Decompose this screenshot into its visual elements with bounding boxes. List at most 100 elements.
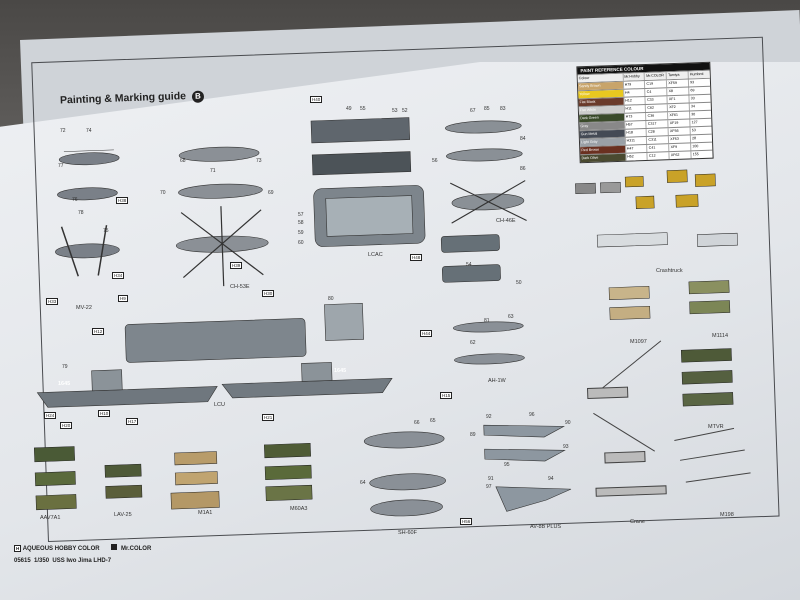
- part-number: 93: [563, 444, 569, 450]
- part-number: 89: [470, 432, 476, 438]
- label-m198: M198: [720, 512, 734, 518]
- part-number: 64: [360, 480, 366, 486]
- color-code-tag: H12: [92, 328, 105, 335]
- hobby-color-code: H12: [92, 328, 105, 335]
- label-av8b: AV-8B PLUS: [530, 524, 562, 530]
- part-number: 57: [298, 212, 304, 218]
- part-number: 54: [466, 262, 472, 268]
- color-code-tag: H40: [310, 96, 323, 103]
- part-number: 66: [414, 420, 420, 426]
- part-number: 71: [210, 168, 216, 174]
- label-ch53e: CH-53E: [230, 284, 250, 290]
- color-code-tag: H48: [410, 254, 423, 261]
- part-number: 72: [60, 128, 66, 134]
- label-m1114: M1114: [712, 333, 729, 339]
- part-number: 92: [486, 414, 492, 420]
- hull-number-1: 1645: [58, 381, 71, 387]
- part-number: 83: [500, 106, 506, 112]
- footer: 05615 1/350 USS Iwo Jima LHD-7: [14, 558, 111, 564]
- hobby-color-code: H20: [60, 422, 73, 429]
- hull-number-2: 1645: [334, 368, 347, 374]
- legend-m-box: [111, 544, 118, 550]
- hobby-color-code: H40: [310, 96, 323, 103]
- color-code-tag: H56: [460, 518, 473, 525]
- label-mtvr: MTVR: [708, 424, 724, 430]
- footer-catalog: 05615: [14, 558, 31, 564]
- label-lcu: LCU: [214, 402, 226, 408]
- color-code-tag: H20: [60, 422, 73, 429]
- label-crane: Crane: [630, 519, 645, 525]
- part-number: 59: [298, 230, 304, 236]
- lcu-drawings: [36, 302, 393, 408]
- hobby-color-code: H21: [262, 414, 275, 421]
- hobby-color-code: H30: [262, 290, 275, 297]
- part-number: 81: [484, 318, 490, 324]
- sh60f-drawings: [363, 431, 446, 517]
- part-number: 79: [62, 364, 68, 370]
- part-number: 84: [520, 136, 526, 142]
- part-number: 56: [432, 158, 438, 164]
- label-mv22: MV-22: [76, 305, 92, 311]
- part-number: 78: [78, 210, 84, 216]
- hobby-color-code: H24: [44, 412, 57, 419]
- hobby-color-code: H10: [98, 410, 111, 417]
- part-number: 97: [486, 484, 492, 490]
- part-number: 96: [529, 412, 535, 418]
- part-number: 86: [520, 166, 526, 172]
- part-number: 76: [72, 197, 78, 203]
- color-code-tag: H30: [262, 290, 275, 297]
- label-lav25: LAV-25: [114, 512, 132, 518]
- part-number: 75: [103, 228, 109, 234]
- part-number: 67: [470, 108, 476, 114]
- footer-ship-name: USS Iwo Jima LHD-7: [52, 558, 112, 564]
- mv22-drawings: [55, 149, 120, 277]
- ch53e-drawings: [175, 146, 269, 287]
- lcac-drawings: [310, 117, 426, 247]
- part-number: 94: [548, 476, 554, 482]
- part-number: 95: [504, 462, 510, 468]
- footer-scale: 1/350: [34, 558, 50, 564]
- hobby-color-code: H15: [440, 392, 453, 399]
- part-number: 68: [180, 158, 186, 164]
- m198-drawings: [674, 427, 751, 483]
- hobby-color-code: H56: [460, 518, 473, 525]
- legend-mrcolor: Mr.COLOR: [120, 546, 152, 552]
- color-code-tag: H21: [262, 414, 275, 421]
- hobby-color-code: H34: [112, 272, 125, 279]
- part-number: 65: [430, 418, 436, 424]
- legend-h-box: H: [14, 545, 22, 552]
- hobby-color-code: H9: [118, 295, 128, 302]
- crane-drawings: [586, 340, 667, 497]
- hobby-color-code: H38: [116, 197, 129, 204]
- color-code-tag: H10: [98, 410, 111, 417]
- legend: H AQUEOUS HOBBY COLOR Mr.COLOR: [14, 544, 151, 552]
- label-lcac: LCAC: [368, 252, 383, 258]
- part-number: 77: [58, 163, 64, 169]
- label-m60a3: M60A3: [290, 506, 308, 512]
- ch46e-drawings: [445, 120, 527, 224]
- color-code-tag: H39: [230, 262, 243, 269]
- label-ah1w: AH-1W: [488, 378, 506, 384]
- label-m1097: M1097: [630, 339, 647, 345]
- color-code-tag: H44: [420, 330, 433, 337]
- part-number: 55: [360, 106, 366, 112]
- hobby-color-code: H33: [46, 298, 59, 305]
- part-number: 73: [256, 158, 262, 164]
- hobby-color-code: H48: [410, 254, 423, 261]
- part-number: 91: [488, 476, 494, 482]
- hobby-color-code: H44: [420, 330, 433, 337]
- color-code-tag: H15: [440, 392, 453, 399]
- hobby-color-code: H39: [230, 262, 243, 269]
- color-code-tag: H33: [46, 298, 59, 305]
- part-number: 80: [328, 296, 334, 302]
- ah1w-drawings: [453, 321, 525, 365]
- color-code-tag: H34: [112, 272, 125, 279]
- part-number: 69: [268, 190, 274, 196]
- part-number: 70: [160, 190, 166, 196]
- armor-drawings: [33, 442, 313, 511]
- av8b-drawings: [483, 424, 572, 512]
- boat-drawings: [440, 234, 501, 283]
- label-crashtruck: Crashtruck: [656, 268, 683, 274]
